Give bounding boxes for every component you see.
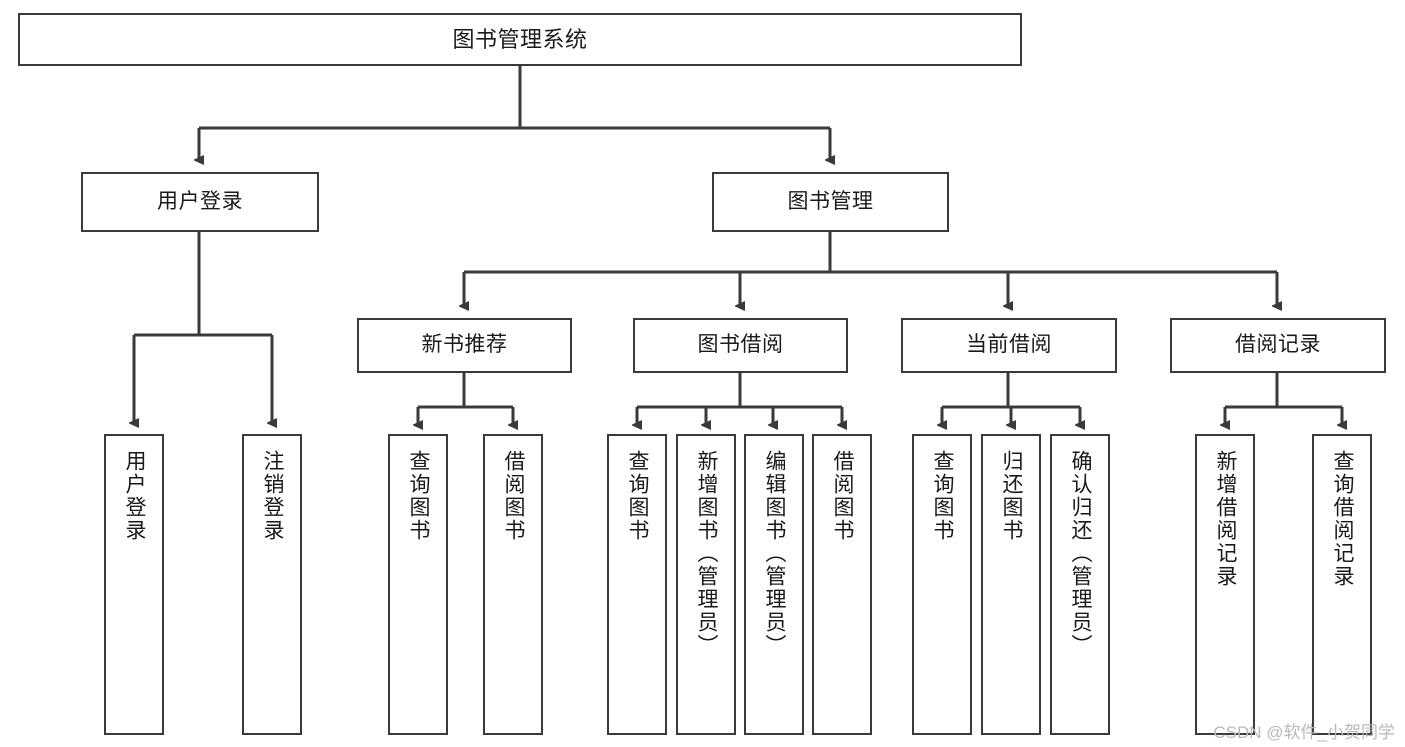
leaf-label: 新增借阅记录 bbox=[1214, 450, 1238, 588]
leaf-book-borrow-borrow[interactable]: 借阅图书 bbox=[812, 434, 872, 735]
connector-book-manage-to-level2 bbox=[464, 232, 1277, 306]
leaf-book-borrow-query[interactable]: 查询图书 bbox=[607, 434, 667, 735]
connector-book-borrow-to-leaves bbox=[637, 373, 842, 425]
leaf-label: 用户登录 bbox=[123, 450, 147, 542]
leaf-label: 归还图书 bbox=[1000, 450, 1024, 542]
leaf-current-borrow-return[interactable]: 归还图书 bbox=[981, 434, 1041, 735]
node-borrow-record[interactable]: 借阅记录 bbox=[1170, 318, 1386, 373]
node-new-book-recommend-label: 新书推荐 bbox=[421, 333, 508, 357]
leaf-label: 借阅图书 bbox=[831, 450, 855, 542]
leaf-book-borrow-edit[interactable]: 编辑图书（管理员） bbox=[744, 434, 804, 735]
connector-new-book-to-leaves bbox=[418, 373, 513, 425]
connector-borrow-record-to-leaves bbox=[1225, 373, 1342, 425]
leaf-label: 编辑图书（管理员） bbox=[763, 450, 787, 657]
leaf-label: 查询图书 bbox=[931, 450, 955, 542]
node-user-login[interactable]: 用户登录 bbox=[81, 172, 319, 232]
node-root-label: 图书管理系统 bbox=[452, 26, 588, 52]
csdn-watermark: CSDN @软件_小贺同学 bbox=[1213, 723, 1395, 742]
node-book-manage[interactable]: 图书管理 bbox=[712, 172, 949, 232]
leaf-label: 注销登录 bbox=[261, 450, 285, 542]
leaf-borrow-record-add[interactable]: 新增借阅记录 bbox=[1195, 434, 1255, 735]
node-user-login-label: 用户登录 bbox=[157, 189, 243, 213]
node-borrow-record-label: 借阅记录 bbox=[1235, 333, 1321, 357]
node-book-manage-label: 图书管理 bbox=[787, 189, 874, 213]
leaf-user-login-login[interactable]: 用户登录 bbox=[104, 434, 164, 735]
leaf-borrow-record-query[interactable]: 查询借阅记录 bbox=[1312, 434, 1372, 735]
leaf-label: 借阅图书 bbox=[502, 450, 526, 542]
leaf-user-login-logout[interactable]: 注销登录 bbox=[242, 434, 302, 735]
leaf-label: 查询图书 bbox=[626, 450, 650, 542]
node-new-book-recommend[interactable]: 新书推荐 bbox=[357, 318, 572, 373]
leaf-new-book-query[interactable]: 查询图书 bbox=[388, 434, 448, 735]
leaf-book-borrow-add[interactable]: 新增图书（管理员） bbox=[676, 434, 736, 735]
connector-user-login-to-leaves bbox=[134, 232, 272, 423]
leaf-label: 查询图书 bbox=[407, 450, 431, 542]
connector-root-to-level1 bbox=[199, 66, 830, 160]
leaf-label: 确认归还（管理员） bbox=[1069, 450, 1093, 657]
node-book-borrow-label: 图书借阅 bbox=[697, 333, 784, 357]
node-book-borrow[interactable]: 图书借阅 bbox=[633, 318, 848, 373]
leaf-label: 新增图书（管理员） bbox=[695, 450, 719, 657]
connector-current-borrow-to-leaves bbox=[942, 373, 1080, 425]
node-current-borrow-label: 当前借阅 bbox=[966, 333, 1052, 357]
leaf-current-borrow-confirm[interactable]: 确认归还（管理员） bbox=[1050, 434, 1110, 735]
leaf-label: 查询借阅记录 bbox=[1331, 450, 1355, 588]
node-current-borrow[interactable]: 当前借阅 bbox=[901, 318, 1117, 373]
leaf-new-book-borrow[interactable]: 借阅图书 bbox=[483, 434, 543, 735]
node-root[interactable]: 图书管理系统 bbox=[18, 13, 1022, 66]
leaf-current-borrow-query[interactable]: 查询图书 bbox=[912, 434, 972, 735]
